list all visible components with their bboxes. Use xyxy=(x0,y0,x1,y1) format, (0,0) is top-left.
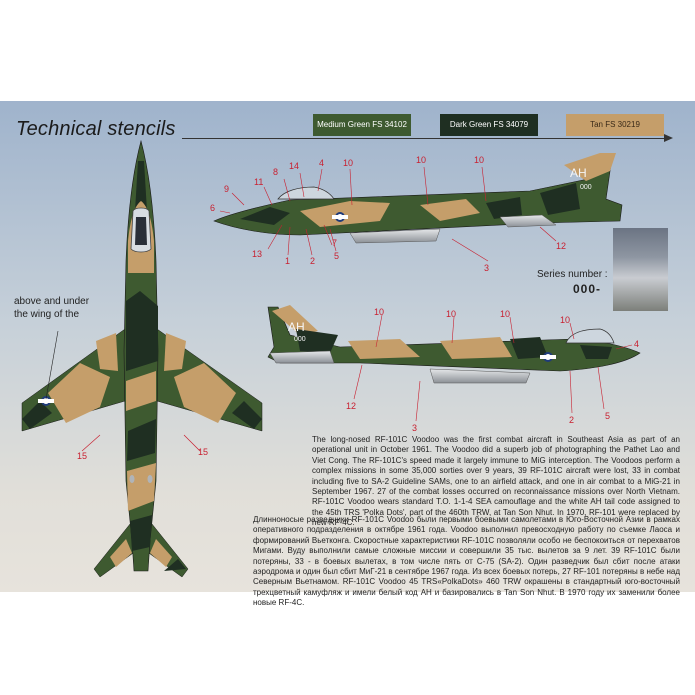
series-number-value: 000- xyxy=(573,282,602,296)
title-arrow-icon xyxy=(664,134,673,142)
callout-10f: 10 xyxy=(500,309,510,319)
tail-code-bottom: AH xyxy=(288,320,305,334)
stencil-sheet: Technical stencils Medium Green FS 34102… xyxy=(0,101,695,607)
description-russian: Длинноносые разведчики RF-101C Voodoo бы… xyxy=(253,515,680,608)
callout-3b: 3 xyxy=(412,423,417,433)
title-underline xyxy=(182,138,668,139)
callout-12: 12 xyxy=(556,241,566,251)
callout-10a: 10 xyxy=(343,158,353,168)
callout-13: 13 xyxy=(252,249,262,259)
serial-bottom: 000 xyxy=(294,336,306,343)
callout-15-left: 15 xyxy=(77,451,87,461)
callout-2b: 2 xyxy=(569,415,574,425)
description-english: The long-nosed RF-101C Voodoo was the fi… xyxy=(312,435,680,528)
callout-10d: 10 xyxy=(374,307,384,317)
callout-8: 8 xyxy=(273,167,278,177)
callout-5b: 5 xyxy=(605,411,610,421)
callout-15-right: 15 xyxy=(198,447,208,457)
callout-4: 4 xyxy=(319,158,324,168)
callout-11: 11 xyxy=(254,177,263,187)
callout-2: 2 xyxy=(310,256,315,266)
swatch-medium-green: Medium Green FS 34102 xyxy=(313,114,411,136)
callout-10b: 10 xyxy=(416,155,426,165)
callout-4b: 4 xyxy=(634,339,639,349)
callout-10g: 10 xyxy=(560,315,570,325)
callout-12b: 12 xyxy=(346,401,356,411)
callout-3: 3 xyxy=(484,263,489,273)
callout-14: 14 xyxy=(289,161,299,171)
page-title: Technical stencils xyxy=(16,118,176,140)
series-number-label: Series number : xyxy=(537,269,608,280)
swatch-tan: Tan FS 30219 xyxy=(566,114,664,136)
top-view-aircraft: 15 15 xyxy=(21,139,263,578)
reference-photo xyxy=(613,228,668,311)
callout-5: 5 xyxy=(334,251,339,261)
callout-1: 1 xyxy=(285,256,290,266)
side-view-right-aircraft: AH 000 10 10 10 10 4 12 3 2 5 xyxy=(267,305,641,433)
callout-7: 7 xyxy=(332,238,337,248)
side-view-left-aircraft: AH 000 9 6 xyxy=(210,153,623,273)
serial-top: 000 xyxy=(580,184,592,191)
aircraft-drawings: 15 15 AH 000 xyxy=(21,139,641,578)
tail-code-top: AH xyxy=(570,166,587,180)
callout-10e: 10 xyxy=(446,309,456,319)
callout-9: 9 xyxy=(224,184,229,194)
callout-6: 6 xyxy=(210,203,215,213)
callout-10c: 10 xyxy=(474,155,484,165)
wing-note: above and under the wing of the xyxy=(14,296,90,320)
swatch-dark-green: Dark Green FS 34079 xyxy=(440,114,538,136)
